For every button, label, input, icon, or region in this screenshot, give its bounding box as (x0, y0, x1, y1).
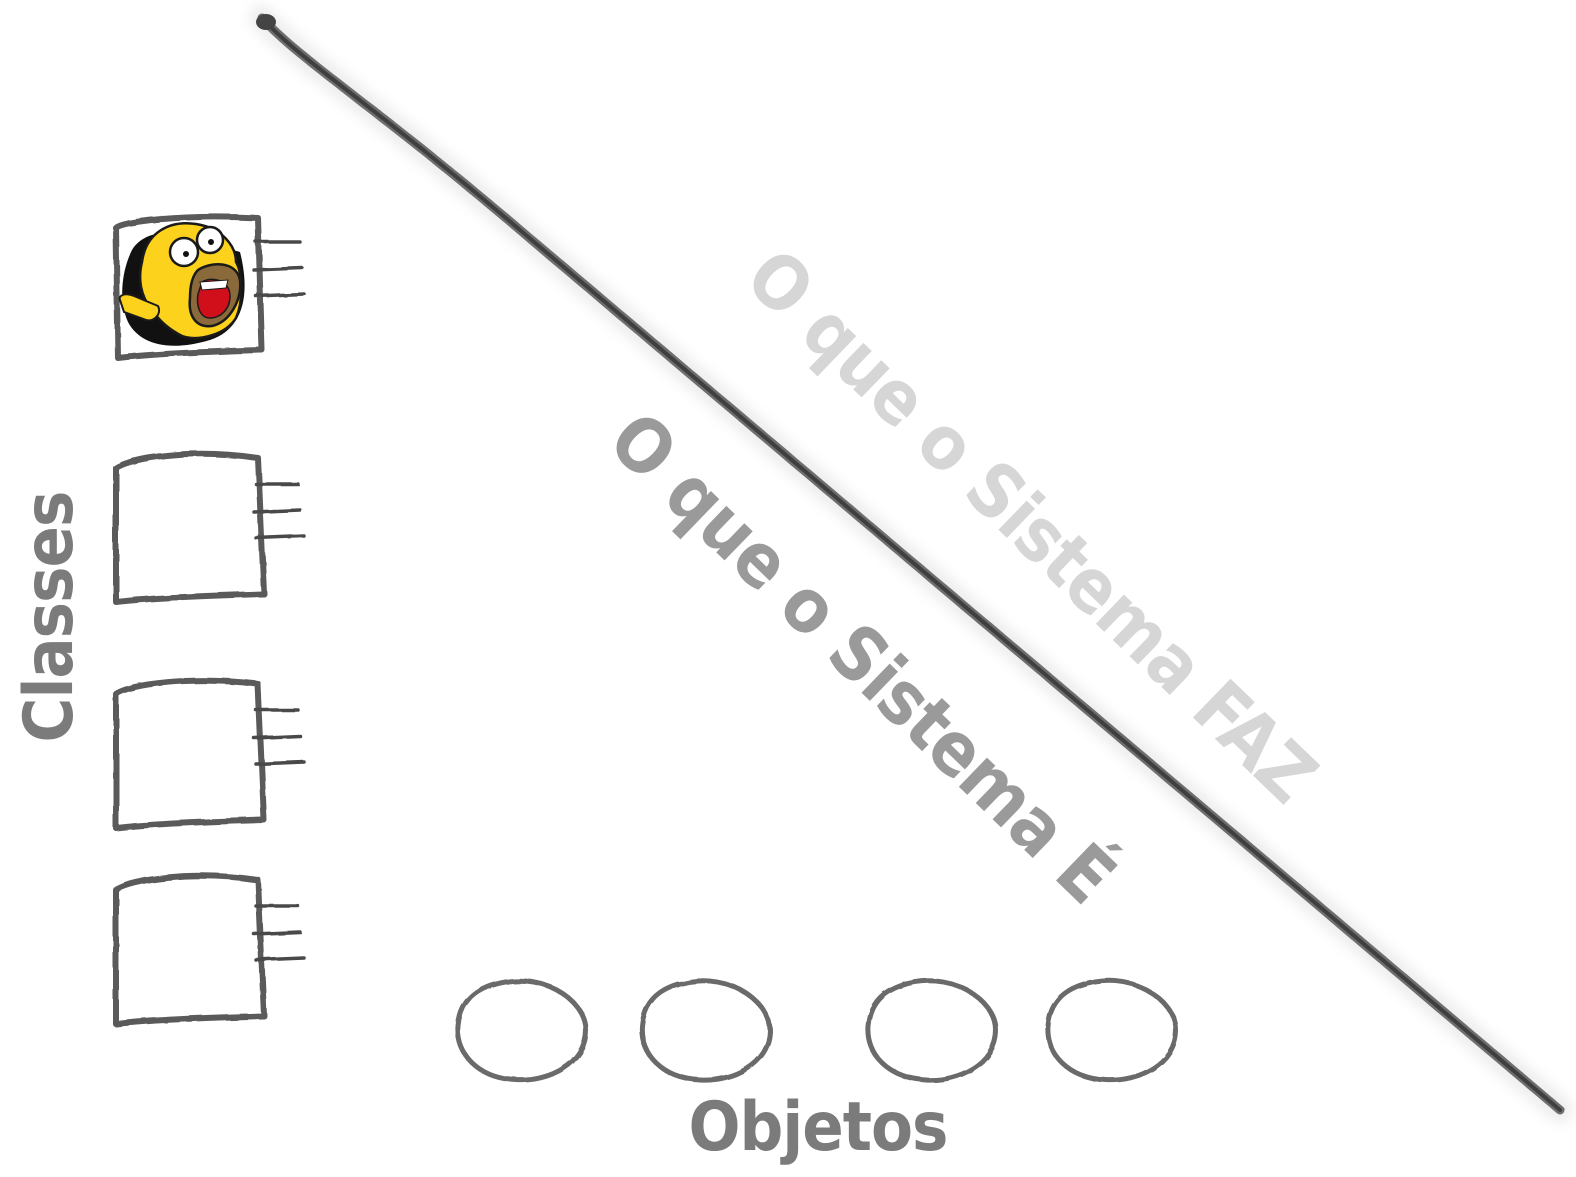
object-circle-4 (1045, 978, 1179, 1083)
objects-axis-label: Objetos (689, 1088, 948, 1167)
object-circle-3 (865, 978, 999, 1083)
object-circle-2 (639, 978, 773, 1083)
class-box-2 (113, 450, 306, 605)
classes-axis-label: Classes (10, 492, 89, 743)
system-does-label: O que o Sistema FAZ (729, 233, 1332, 819)
system-is-label: O que o Sistema É (592, 395, 1132, 921)
class-box-3 (113, 677, 306, 831)
screaming-cartoon-face-icon (118, 222, 245, 346)
object-circle-1 (455, 978, 589, 1083)
diagonal-divider (249, 5, 1573, 1123)
class-box-4 (113, 872, 306, 1027)
class-box-1 (113, 213, 306, 361)
